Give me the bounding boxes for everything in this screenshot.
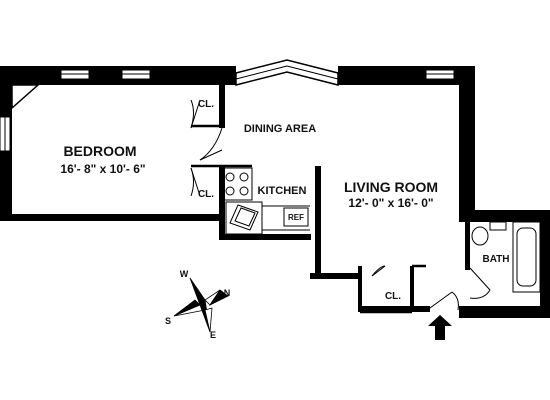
kitchen-label: KITCHEN (258, 185, 307, 197)
counter (262, 205, 310, 231)
living-room-name: LIVING ROOM (344, 179, 438, 195)
refrigerator-label: REF (288, 213, 304, 222)
toilet-icon (471, 221, 507, 246)
bedroom-size: 16'- 8" x 10'- 6" (60, 162, 145, 176)
closet-label-upper: CL. (198, 99, 214, 110)
bathtub-icon (512, 221, 541, 293)
refrigerator-icon: REF (283, 207, 309, 227)
closet-label-living: CL. (385, 291, 401, 302)
compass-rose-icon (173, 277, 229, 333)
compass-east: E (210, 330, 216, 340)
bedroom-name: BEDROOM (63, 143, 136, 159)
left-window (0, 116, 11, 152)
compass-north: N (224, 288, 231, 298)
closet-label-lower: CL. (198, 189, 214, 200)
compass-west: W (180, 269, 189, 279)
stove-icon (221, 167, 253, 201)
living-room-size: 12'- 0" x 16'- 0" (348, 196, 433, 210)
bedroom-corner (11, 84, 40, 110)
entry-arrow-icon (428, 315, 452, 340)
bay-window (235, 59, 339, 86)
dining-area-label: DINING AREA (244, 123, 316, 135)
bath-label: BATH (482, 254, 509, 265)
compass-south: S (165, 316, 171, 326)
doors (190, 99, 491, 311)
exterior-walls (0, 66, 550, 318)
interior-wall-fills (219, 85, 470, 312)
top-windows (60, 69, 455, 80)
sink-icon (225, 201, 263, 235)
